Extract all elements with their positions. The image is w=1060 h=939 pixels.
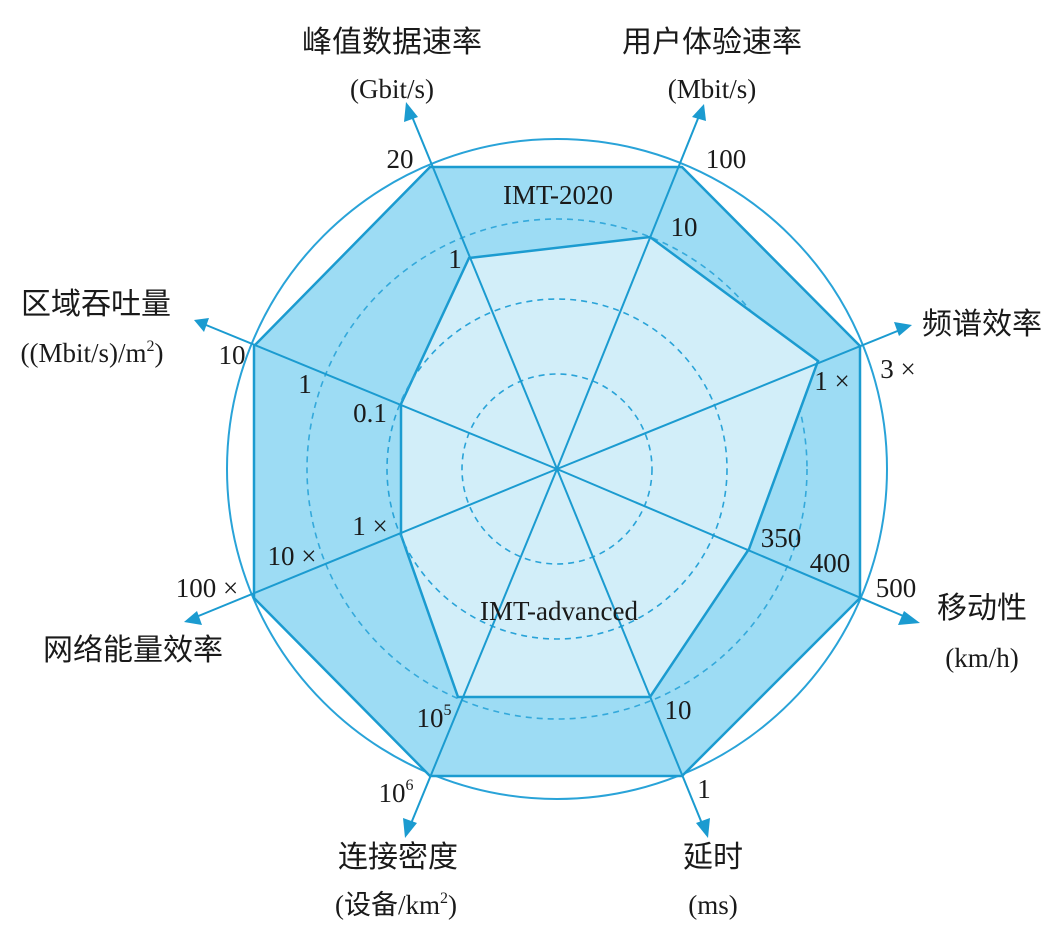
axis-line-connection-density xyxy=(409,468,558,827)
unit-prefix: ((Mbit/s)/m xyxy=(21,338,147,368)
axis-line-latency xyxy=(556,468,704,827)
value-peak-rate-inner: 1 xyxy=(448,244,462,274)
unit-superscript: 2 xyxy=(440,890,448,907)
arrow-icon xyxy=(403,818,417,838)
axis-lines xyxy=(184,102,920,838)
value-user-rate-inner: 10 xyxy=(671,212,698,242)
outer-ring xyxy=(226,138,888,800)
value-user-rate-outer: 100 xyxy=(706,144,747,174)
value-latency-outer: 1 xyxy=(697,774,711,804)
axis-unit-connection-density: (设备/km2) xyxy=(335,890,457,920)
unit-suffix: ) xyxy=(448,890,457,920)
series-label-imt-advanced: IMT-advanced xyxy=(480,596,638,626)
value-energy-efficiency-inner: 1 × xyxy=(352,511,387,541)
value-peak-rate-outer: 20 xyxy=(387,144,414,174)
outer-exponent: 6 xyxy=(406,777,414,794)
axis-title-area-throughput: 区域吞吐量 xyxy=(21,287,171,322)
value-area-throughput-inner: 0.1 xyxy=(353,398,387,428)
axis-title-user-rate: 用户体验速率 xyxy=(622,25,802,60)
value-energy-efficiency-mid: 10 × xyxy=(268,541,317,571)
inner-base: 10 xyxy=(417,703,444,733)
value-area-throughput-mid: 1 xyxy=(298,369,312,399)
inner-exponent: 5 xyxy=(444,702,452,719)
arrow-icon xyxy=(184,611,202,625)
series-label-imt-2020: IMT-2020 xyxy=(503,180,613,210)
value-latency-inner: 10 xyxy=(665,695,692,725)
unit-suffix: ) xyxy=(155,338,164,368)
axis-unit-mobility: (km/h) xyxy=(945,643,1019,673)
arrow-icon xyxy=(692,104,706,121)
value-mobility-inner: 350 xyxy=(761,523,802,553)
axis-unit-area-throughput: ((Mbit/s)/m2) xyxy=(21,338,164,368)
dashed-ring-inner-overlay xyxy=(461,373,653,565)
unit-prefix: (设备/km xyxy=(335,890,440,920)
axis-line-energy-efficiency xyxy=(195,468,558,618)
value-mobility-mid: 400 xyxy=(810,548,851,578)
axis-line-spectrum xyxy=(556,329,901,470)
axis-title-spectrum: 频谱效率 xyxy=(922,307,1042,342)
axis-title-peak-rate: 峰值数据速率 xyxy=(302,25,482,60)
value-area-throughput-outer: 10 xyxy=(219,340,246,370)
value-energy-efficiency-outer: 100 × xyxy=(176,573,238,603)
arrow-icon xyxy=(894,322,912,336)
axis-title-connection-density: 连接密度 xyxy=(338,840,458,875)
axis-line-area-throughput xyxy=(205,324,558,470)
axis-unit-peak-rate: (Gbit/s) xyxy=(350,74,434,104)
dashed-ring-middle-overlay xyxy=(386,298,728,640)
outer-base: 10 xyxy=(379,778,406,808)
unit-superscript: 2 xyxy=(147,338,155,355)
arrow-icon xyxy=(696,818,710,838)
axis-title-mobility: 移动性 xyxy=(937,591,1027,626)
value-connection-density-inner: 105 xyxy=(417,702,452,733)
axis-line-user-rate xyxy=(556,115,700,470)
value-connection-density-outer: 106 xyxy=(379,777,414,808)
value-spectrum-outer: 3 × xyxy=(880,354,915,384)
axis-title-energy-efficiency: 网络能量效率 xyxy=(43,633,223,668)
value-mobility-outer: 500 xyxy=(876,573,917,603)
axis-line-mobility xyxy=(556,468,909,619)
axis-title-latency: 延时 xyxy=(683,840,743,875)
arrow-icon xyxy=(404,102,418,122)
arrow-icon xyxy=(194,318,209,332)
axis-unit-latency: (ms) xyxy=(688,890,738,920)
axis-line-peak-rate xyxy=(410,113,558,470)
value-spectrum-inner: 1 × xyxy=(814,366,849,396)
dashed-ring-overlay xyxy=(306,218,808,720)
axis-unit-user-rate: (Mbit/s) xyxy=(668,74,757,104)
arrow-icon xyxy=(898,611,920,625)
